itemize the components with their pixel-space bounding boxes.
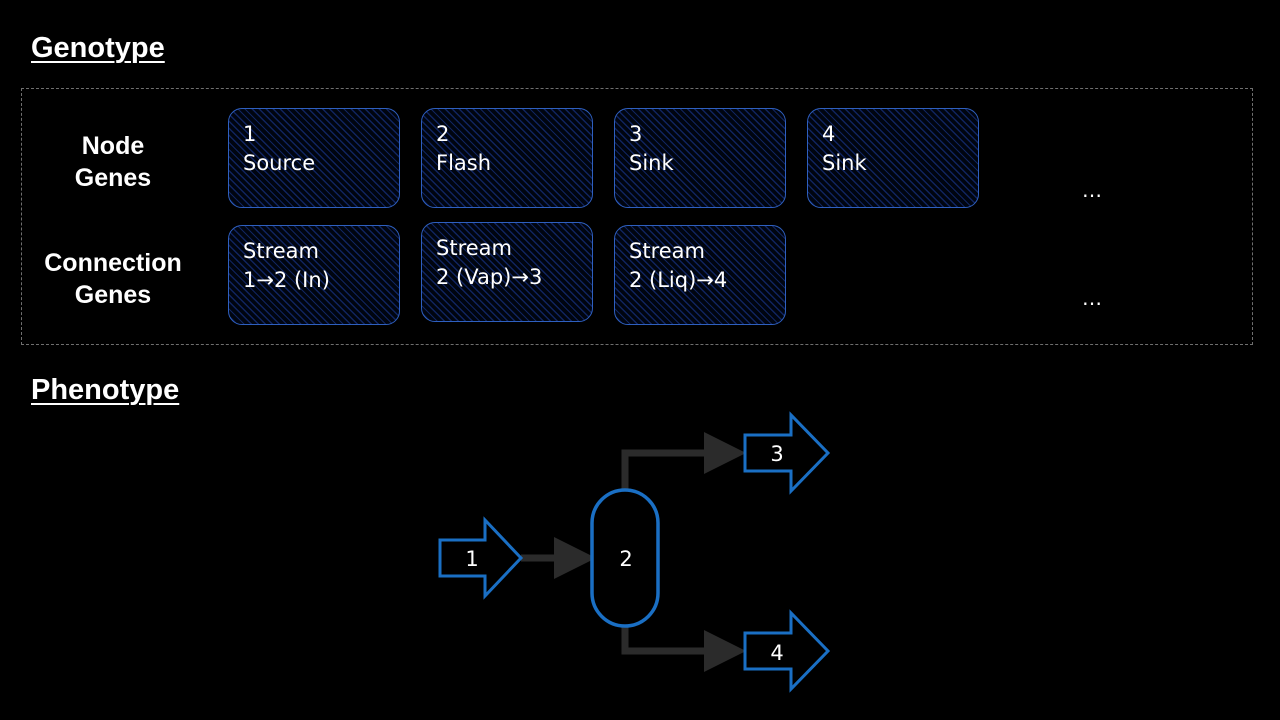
connection-gene-3: Stream 2 (Liq)→4	[614, 225, 786, 325]
connection-genes-label-line1: Connection	[44, 249, 182, 277]
flash-vessel-2	[590, 488, 660, 628]
node-gene-type: Flash	[436, 151, 492, 175]
node-gene-id: 3	[629, 122, 643, 146]
node-genes-label-line1: Node	[81, 132, 145, 160]
connection-gene-line1: Stream	[243, 239, 319, 263]
node-label-2: 2	[619, 547, 632, 571]
sink-arrow-3	[743, 411, 831, 495]
connection-gene-line2: 1→2 (In)	[243, 268, 330, 292]
phenotype-title: Phenotype	[31, 374, 180, 406]
connection-genes-label: Connection Genes	[18, 247, 208, 311]
connection-genes-ellipsis: …	[1082, 286, 1102, 310]
node-gene-id: 4	[822, 122, 836, 146]
node-gene-type: Sink	[822, 151, 867, 175]
source-arrow-1	[438, 516, 524, 600]
sink-arrow-4	[743, 609, 831, 693]
genotype-frame	[21, 88, 1253, 345]
stream-2-liq-to-4	[621, 626, 746, 672]
node-gene-id: 2	[436, 122, 450, 146]
node-gene-id: 1	[243, 122, 257, 146]
connection-gene-line1: Stream	[629, 239, 705, 263]
genotype-title: Genotype	[31, 32, 165, 64]
connection-gene-1: Stream 1→2 (In)	[228, 225, 400, 325]
connection-gene-line1: Stream	[436, 236, 512, 260]
node-genes-label: Node Genes	[18, 130, 208, 194]
connection-gene-line2: 2 (Liq)→4	[629, 268, 728, 292]
node-genes-ellipsis: …	[1082, 178, 1102, 202]
connection-genes-label-line2: Genes	[74, 281, 152, 309]
node-genes-label-line2: Genes	[74, 164, 152, 192]
connection-gene-line2: 2 (Vap)→3	[436, 265, 543, 289]
node-label-4: 4	[770, 641, 783, 665]
connection-gene-2: Stream 2 (Vap)→3	[421, 222, 593, 322]
node-label-1: 1	[465, 547, 478, 571]
node-gene-2: 2 Flash	[421, 108, 593, 208]
stream-2-vap-to-3	[621, 432, 746, 490]
node-label-3: 3	[770, 442, 783, 466]
node-gene-1: 1 Source	[228, 108, 400, 208]
node-gene-4: 4 Sink	[807, 108, 979, 208]
node-gene-type: Source	[243, 151, 316, 175]
node-gene-3: 3 Sink	[614, 108, 786, 208]
node-gene-type: Sink	[629, 151, 674, 175]
